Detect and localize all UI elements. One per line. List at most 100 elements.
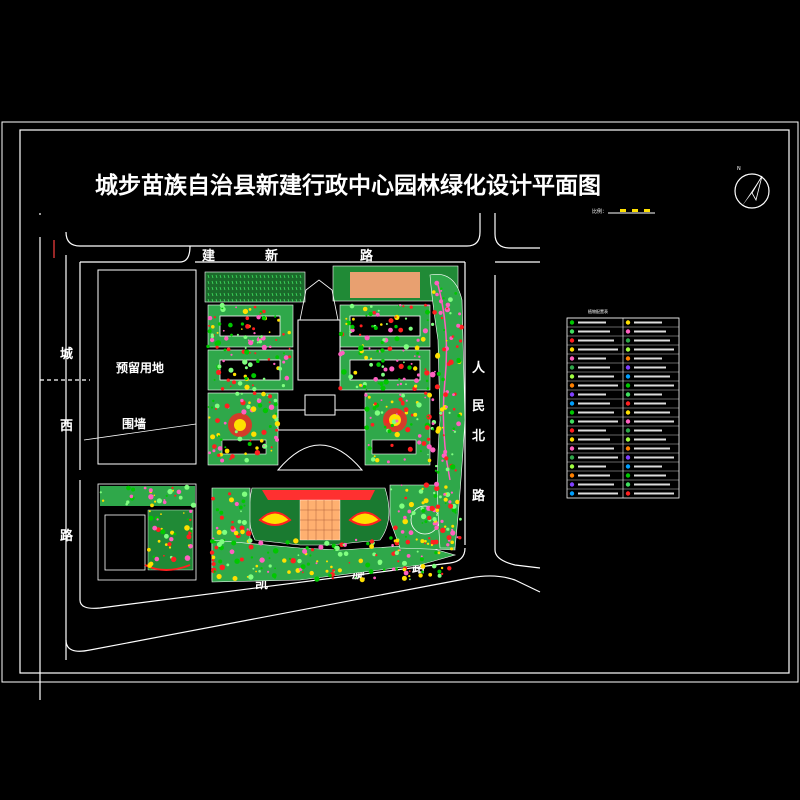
planting-dot <box>409 578 411 581</box>
legend-swatch <box>625 320 631 325</box>
planting-dot <box>397 560 400 563</box>
planting-dot <box>425 379 429 383</box>
planting-dot <box>273 398 278 403</box>
planting-dot <box>432 517 437 522</box>
planting-dot <box>228 492 232 496</box>
legend-swatch <box>569 473 575 478</box>
planting-dot <box>431 322 435 326</box>
planting-dot <box>416 418 419 421</box>
road-network <box>39 213 541 700</box>
planting-dot <box>404 496 408 500</box>
planting-dot <box>236 333 239 336</box>
legend-text-mark <box>578 420 618 423</box>
planting-dot <box>160 527 163 530</box>
planting-dot <box>427 415 430 418</box>
planting-dot <box>459 517 462 521</box>
planting-dot <box>443 493 446 496</box>
legend-swatch <box>625 473 631 478</box>
planting-dot <box>223 348 227 352</box>
planting-dot <box>435 508 440 513</box>
planting-dot <box>382 338 386 342</box>
planting-dot <box>217 435 220 438</box>
planting-dot <box>345 317 348 320</box>
planting-dot <box>420 555 423 558</box>
planting-dot <box>394 316 397 318</box>
legend-swatch <box>625 401 631 406</box>
planting-dot <box>245 530 252 537</box>
planting-dot <box>189 518 192 522</box>
planting-dot <box>309 554 312 557</box>
legend-text-mark <box>634 456 674 459</box>
planting-dot <box>271 573 277 578</box>
planting-dot <box>143 486 147 490</box>
legend-swatch <box>569 356 575 361</box>
planting-dot <box>244 376 248 381</box>
planting-dot <box>230 333 233 337</box>
planting-dot <box>274 315 277 318</box>
planting-dot <box>402 349 405 352</box>
planting-dot <box>208 451 212 455</box>
planting-dot <box>169 537 174 542</box>
planting-dot <box>382 568 386 571</box>
legend-swatch <box>569 446 575 451</box>
planting-dot <box>387 429 392 434</box>
planting-dot <box>247 538 253 543</box>
planting-dot <box>222 359 225 363</box>
planting-dot <box>334 545 340 552</box>
legend-swatch <box>625 482 631 487</box>
planting-dot <box>174 494 177 497</box>
planting-dot <box>452 427 456 431</box>
legend-text-mark <box>578 348 618 351</box>
planting-dot <box>168 546 172 549</box>
planting-dot <box>394 336 400 342</box>
outer-frame <box>1 121 799 683</box>
planting-dot <box>400 530 405 534</box>
planting-dot <box>376 362 381 367</box>
planting-dot <box>282 333 285 336</box>
planting-dot <box>348 561 351 564</box>
planting-dot <box>451 507 457 513</box>
planting-dot <box>431 422 435 425</box>
planting-dot <box>427 453 429 456</box>
planting-dot <box>216 369 222 375</box>
planting-dot <box>235 391 240 396</box>
planting-dot <box>219 515 224 520</box>
planting-dot <box>268 557 271 560</box>
planting-dot <box>408 530 414 536</box>
planting-dot <box>435 464 438 468</box>
planting-dot <box>448 503 454 509</box>
planting-dot <box>355 385 359 389</box>
planting-dot <box>411 510 416 516</box>
planting-dot <box>148 510 151 513</box>
planting-dot <box>216 331 219 334</box>
planting-dot <box>235 306 238 309</box>
planting-dot <box>349 303 355 309</box>
planting-dot <box>406 554 411 558</box>
planting-dot <box>396 359 399 362</box>
planting-dot <box>275 425 278 428</box>
planting-dot <box>258 540 264 546</box>
legend-text-mark <box>578 330 610 333</box>
planting-dot <box>338 386 343 391</box>
planting-dot <box>217 322 222 326</box>
planting-dot <box>391 543 394 547</box>
planting-dot <box>399 393 402 396</box>
legend-swatch <box>569 437 575 442</box>
planting-dot <box>246 528 249 531</box>
planting-dot <box>240 398 244 403</box>
planting-dot <box>385 419 390 424</box>
planting-dot <box>424 396 427 399</box>
planting-dot <box>414 345 420 351</box>
planting-dot <box>262 377 266 381</box>
planting-dot <box>427 392 432 398</box>
planting-dot <box>253 332 256 335</box>
planting-dot <box>300 564 306 570</box>
planting-dot <box>416 373 421 377</box>
planting-dot <box>437 551 441 555</box>
planting-dot <box>421 501 425 505</box>
planting-dot <box>394 314 400 320</box>
planting-dot <box>210 539 215 544</box>
planting-dot <box>416 402 422 408</box>
legend-swatch <box>569 320 575 325</box>
planting-dot <box>414 378 419 383</box>
